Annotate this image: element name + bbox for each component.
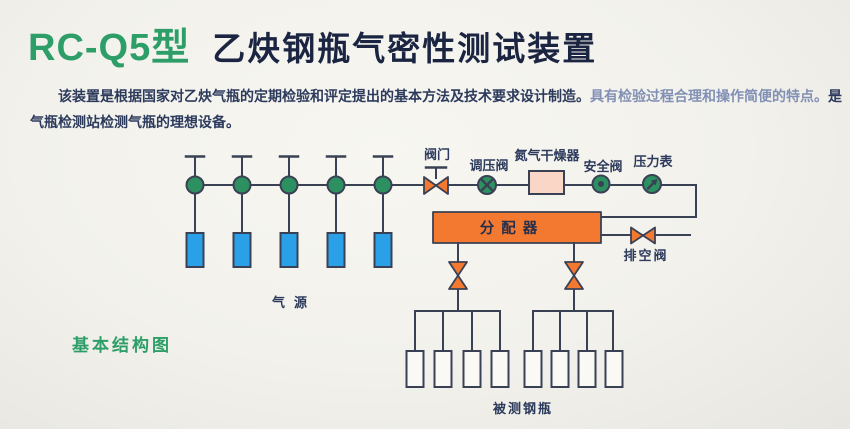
gas-source-branch [184,155,206,268]
description-sentence-3: 是气瓶检测站检测气瓶的理想设备。 [30,88,842,130]
tested-cylinder-manifold [405,310,510,388]
branch-valve [564,261,584,290]
nitrogen-dryer [528,170,565,195]
tested-cylinder [604,350,624,388]
page-title: RC-Q5型 乙炔钢瓶气密性测试装置 [28,16,597,71]
gas-source-branch [278,155,300,268]
tested-cylinder [433,350,453,388]
shutoff-valve-icon [279,175,299,195]
gas-cylinder [326,232,346,268]
tested-cylinder [523,350,543,388]
valve-body-left [423,176,437,195]
branch-valve-top [448,261,468,277]
safety-valve-dot [598,181,604,187]
gas-source-branch [325,155,347,268]
shutoff-valve-icon [185,175,205,195]
label-safety-valve: 安全阀 [583,159,622,174]
safety-valve [591,174,611,194]
branch-valve-bottom [448,274,468,290]
tested-cylinder-manifold [523,310,624,388]
distributor: 分配器 [432,211,602,244]
tested-cylinder [550,350,570,388]
label-dryer: 氮气干燥器 [514,148,580,163]
shutoff-valve-icon [232,175,252,195]
gas-cylinder [373,232,393,268]
vent-valve [630,226,656,245]
valve-body-right [435,176,449,195]
branch-valve [448,261,468,290]
regulator-x-glyph [480,178,494,192]
model-number: RC-Q5型 [28,27,191,69]
tested-cylinder [405,350,425,388]
gauge-needle-arrowhead [650,179,658,186]
label-main-valve: 阀门 [424,147,450,162]
shutoff-valve-icon [326,175,346,195]
diagram-caption: 基本结构图 [72,336,172,355]
label-tested-cylinders: 被测钢瓶 [492,401,553,416]
distributor-label: 分配器 [480,220,545,237]
vent-valve-body-right [642,226,656,245]
manifold-pipes [532,310,614,352]
gas-cylinder [232,232,252,268]
tested-cylinder [577,350,597,388]
description-sentence-2: 具有检验过程合理和操作简便的特点。 [590,88,828,104]
gas-source-branch [372,155,394,268]
tested-cylinder [490,350,510,388]
label-vent-valve: 排空阀 [623,248,668,263]
gas-cylinder [185,232,205,268]
label-regulator: 调压阀 [469,158,508,173]
product-name: 乙炔钢瓶气密性测试装置 [212,30,598,67]
vent-valve-body-left [630,226,644,245]
description-sentence-1: 该装置是根据国家对乙炔气瓶的定期检验和评定提出的基本方法及技术要求设计制造。 [58,88,590,104]
branch-valve-bottom [564,274,584,290]
gas-source-branch [231,155,253,268]
distributor-box [432,211,602,244]
product-description: 该装置是根据国家对乙炔气瓶的定期检验和评定提出的基本方法及技术要求设计制造。具有… [30,84,845,136]
label-pressure-gauge: 压力表 [633,154,673,169]
shutoff-valve-icon [373,175,393,195]
pressure-gauge [642,174,662,194]
gas-source-manifold [184,155,394,268]
gas-cylinder [279,232,299,268]
main-valve [423,166,449,195]
label-gas-source: 气源 [272,295,316,310]
pressure-regulator [477,175,497,195]
tested-cylinder [462,350,482,388]
branch-valve-top [564,261,584,277]
manifold-pipes [414,310,501,352]
